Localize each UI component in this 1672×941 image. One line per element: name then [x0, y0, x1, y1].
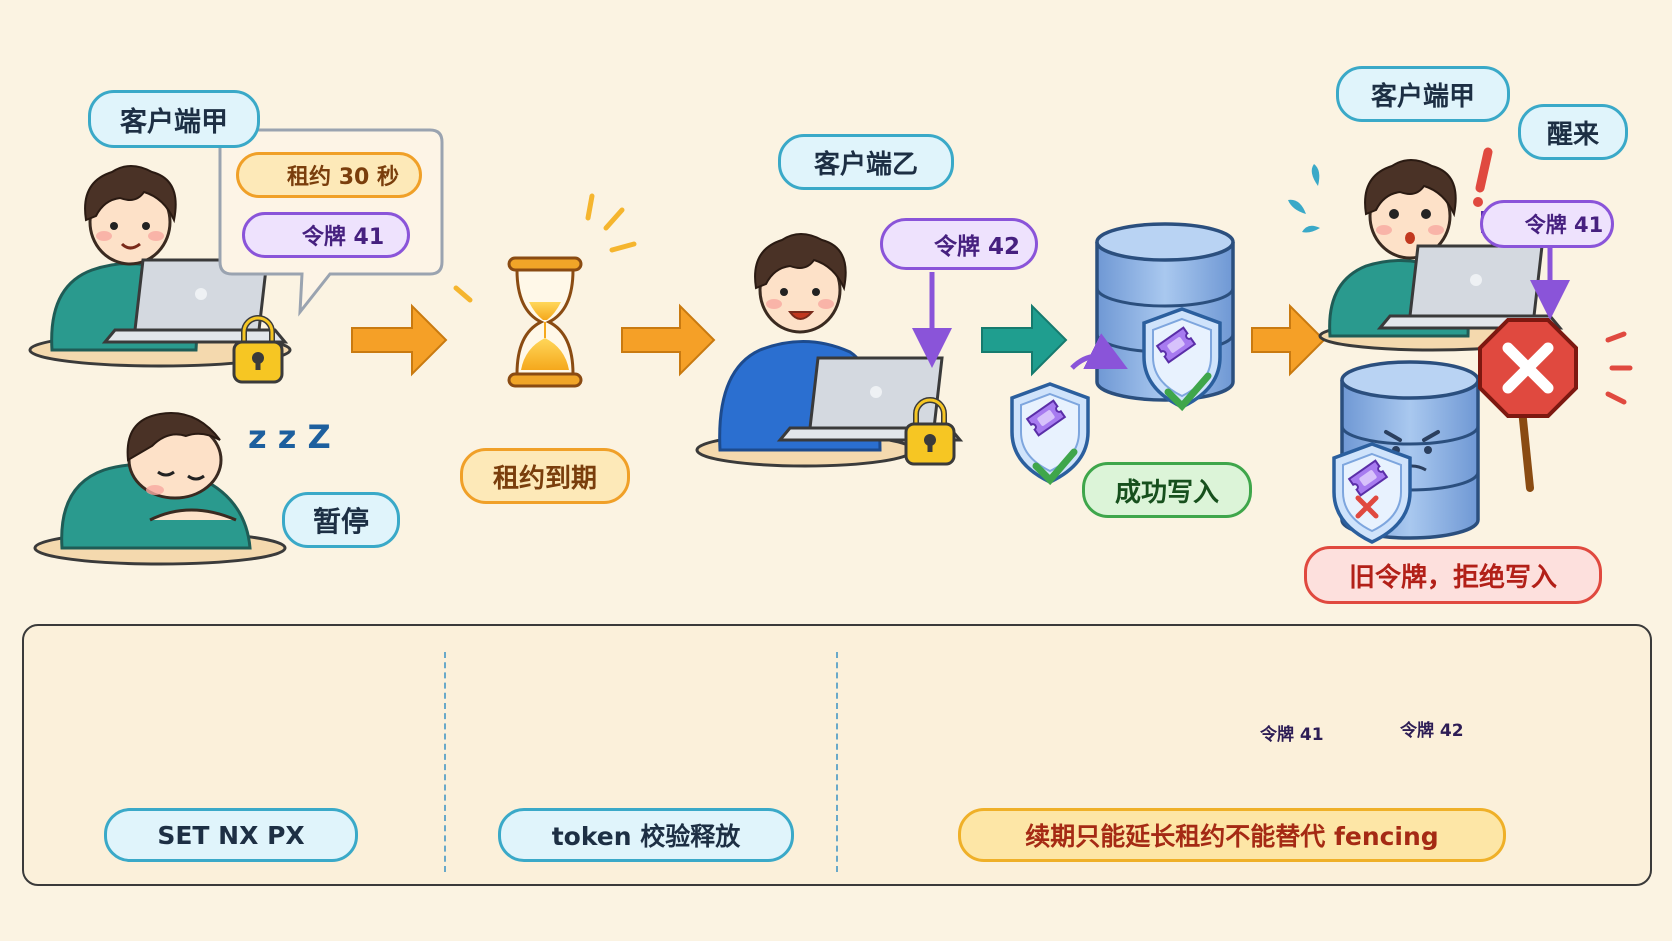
token-41-label: 令牌 41: [242, 212, 410, 258]
write-success-label: 成功写入: [1082, 462, 1252, 518]
sleep-zzz: z z Z: [248, 418, 331, 456]
exclamation-icon: [1475, 147, 1493, 193]
legend-divider: [444, 652, 446, 872]
client-b-label: 客户端乙: [778, 134, 954, 190]
token-release-label: token 校验释放: [498, 808, 794, 862]
hourglass-icon: [507, 256, 583, 388]
client-a-again-label: 客户端甲: [1336, 66, 1510, 122]
lease-expired-label: 租约到期: [460, 448, 630, 504]
small-token-41-label: 令牌 41: [1260, 725, 1324, 745]
client-a-label: 客户端甲: [88, 90, 260, 148]
lease-label: 租约 30 秒: [236, 152, 422, 198]
renew-note-label: 续期只能延长租约不能替代 fencing: [958, 808, 1506, 862]
shield-icon: [1010, 382, 1090, 484]
flow-arrow-3: [981, 303, 1068, 377]
flow-arrow-4: [1251, 303, 1326, 377]
pause-label: 暂停: [282, 492, 400, 548]
reject-label: 旧令牌，拒绝写入: [1304, 546, 1602, 604]
token-41-again-label: 令牌 41: [1480, 200, 1614, 248]
wake-up-label: 醒来: [1518, 104, 1628, 160]
flow-arrow-2: [621, 303, 716, 377]
flow-arrow-1: [351, 303, 448, 377]
small-token-42-label: 令牌 42: [1400, 721, 1464, 741]
token-42-label: 令牌 42: [880, 218, 1038, 270]
client-a-sleeping: [33, 412, 287, 566]
client-a-working: [28, 164, 292, 382]
set-nx-px-label: SET NX PX: [104, 808, 358, 862]
legend-divider: [836, 652, 838, 872]
client-b-writing: [695, 232, 962, 468]
